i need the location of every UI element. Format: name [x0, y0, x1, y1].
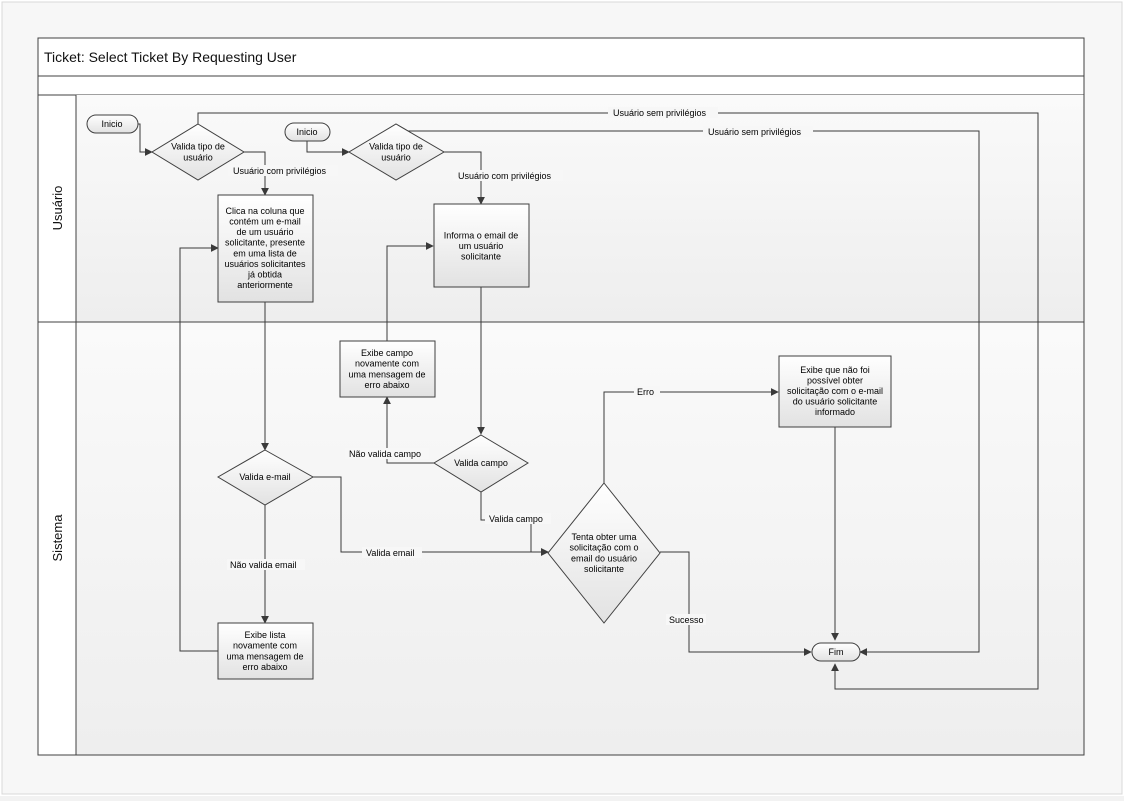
node-text-line: solicitante: [461, 252, 501, 262]
node-text-line: um usuário: [459, 241, 504, 251]
node-text-line: Inicio: [101, 119, 122, 129]
edge-campo-nao-valida: [383, 396, 434, 464]
node-text-line: Inicio: [296, 127, 317, 137]
node-text-line: Tenta obter uma: [571, 532, 636, 542]
label-erro: Erro: [637, 387, 654, 397]
decision-valida-email[interactable]: [217, 449, 315, 506]
label-com-priv-2: Usuário com privilégios: [458, 171, 552, 181]
node-text-line: já obtida: [247, 270, 282, 280]
end-node-label: Fim: [829, 647, 844, 657]
label-sem-priv-1: Usuário sem privilégios: [613, 108, 707, 118]
node-text-line: do usuário solicitante: [793, 397, 878, 407]
node-text-line: uma mensagem de: [348, 369, 425, 379]
decision-valida-campo[interactable]: [433, 434, 529, 493]
node-text-line: solicitante: [584, 564, 624, 574]
node-text-line: uma mensagem de: [226, 651, 303, 661]
node-text-line: Informa o email de: [444, 230, 519, 240]
node-text-line: Valida tipo de: [171, 142, 225, 152]
task-exibe-campo[interactable]: [339, 340, 436, 398]
node-text-line: Valida tipo de: [369, 142, 423, 152]
decision-valida-email-label: Valida e-mail: [239, 472, 290, 482]
node-text-line: novamente com: [355, 359, 419, 369]
node-text-line: erro abaixo: [364, 380, 409, 390]
node-text-line: Exibe lista: [244, 630, 285, 640]
edge-tenta-erro: [603, 388, 779, 483]
task-informa-email[interactable]: [433, 203, 530, 288]
node-text-line: possível obter: [807, 375, 863, 385]
start-node-2[interactable]: [284, 122, 331, 142]
edge-exibe-campo-loop: [386, 242, 434, 341]
start-node-1-label: Inicio: [101, 119, 122, 129]
node-text-line: Exibe que não foi: [800, 365, 870, 375]
edge-tipo2-com-priv: [444, 151, 485, 205]
edge-tipo1-com-priv: [244, 151, 269, 196]
decision-valida-campo-label: Valida campo: [454, 458, 508, 468]
pool-border-top: [37, 37, 1085, 756]
node-text-line: de um usuário: [236, 227, 293, 237]
decision-tipo-usuario-2[interactable]: [348, 123, 445, 181]
node-text-line: anteriormente: [237, 280, 293, 290]
node-text-line: usuário: [381, 152, 411, 162]
task-clica-coluna[interactable]: [217, 194, 314, 303]
node-text-line: usuário: [183, 152, 213, 162]
end-node[interactable]: [811, 642, 861, 662]
start-node-2-label: Inicio: [296, 127, 317, 137]
node-text-line: solicitação com o e-mail: [787, 386, 883, 396]
lane-usuario-label: Usuário: [50, 186, 65, 231]
task-exibe-lista[interactable]: [217, 622, 314, 680]
label-nao-valida-campo: Não valida campo: [349, 449, 421, 459]
label-nao-valida-email: Não valida email: [230, 560, 297, 570]
label-com-priv-1: Usuário com privilégios: [233, 166, 327, 176]
node-text-line: Valida e-mail: [239, 472, 290, 482]
edge-exibe-lista-loop: [179, 244, 219, 652]
node-text-line: email do usuário: [571, 553, 637, 563]
node-text-line: informado: [815, 407, 855, 417]
node-text-line: Exibe campo: [361, 348, 413, 358]
label-valida-campo: Valida campo: [489, 514, 543, 524]
node-text-line: erro abaixo: [242, 662, 287, 672]
edge-start1-to-tipo1: [138, 123, 153, 156]
edge-email-valida: [313, 476, 549, 556]
edge-labels: Usuário sem privilégios Usuário sem priv…: [227, 107, 813, 625]
diagram-title: Ticket: Select Ticket By Requesting User: [44, 49, 297, 65]
lane-sistema-label: Sistema: [50, 514, 65, 562]
node-text-line: Valida campo: [454, 458, 508, 468]
edge-tenta-sucesso: [660, 551, 812, 656]
decision-tenta-obter[interactable]: [547, 482, 661, 624]
edge-tipo1-sem-priv: [197, 112, 1039, 690]
node-text-line: contém um e-mail: [229, 217, 301, 227]
edge-start2-to-tipo2: [306, 141, 350, 156]
node-text-line: usuários solicitantes: [224, 259, 306, 269]
task-exibe-nao-foi-possivel[interactable]: [778, 355, 892, 428]
node-text-line: solicitação com o: [569, 543, 638, 553]
node-text-line: novamente com: [233, 641, 297, 651]
node-text-line: Fim: [829, 647, 844, 657]
label-sem-priv-2: Usuário sem privilégios: [708, 127, 802, 137]
start-node-1[interactable]: [86, 114, 139, 134]
decision-tipo-usuario-1[interactable]: [151, 123, 245, 181]
label-valida-email: Valida email: [366, 548, 414, 558]
label-sucesso: Sucesso: [669, 615, 704, 625]
node-text-line: Clica na coluna que: [225, 206, 304, 216]
node-text-line: solicitante, presente: [225, 238, 305, 248]
node-text-line: em uma lista de: [233, 248, 297, 258]
